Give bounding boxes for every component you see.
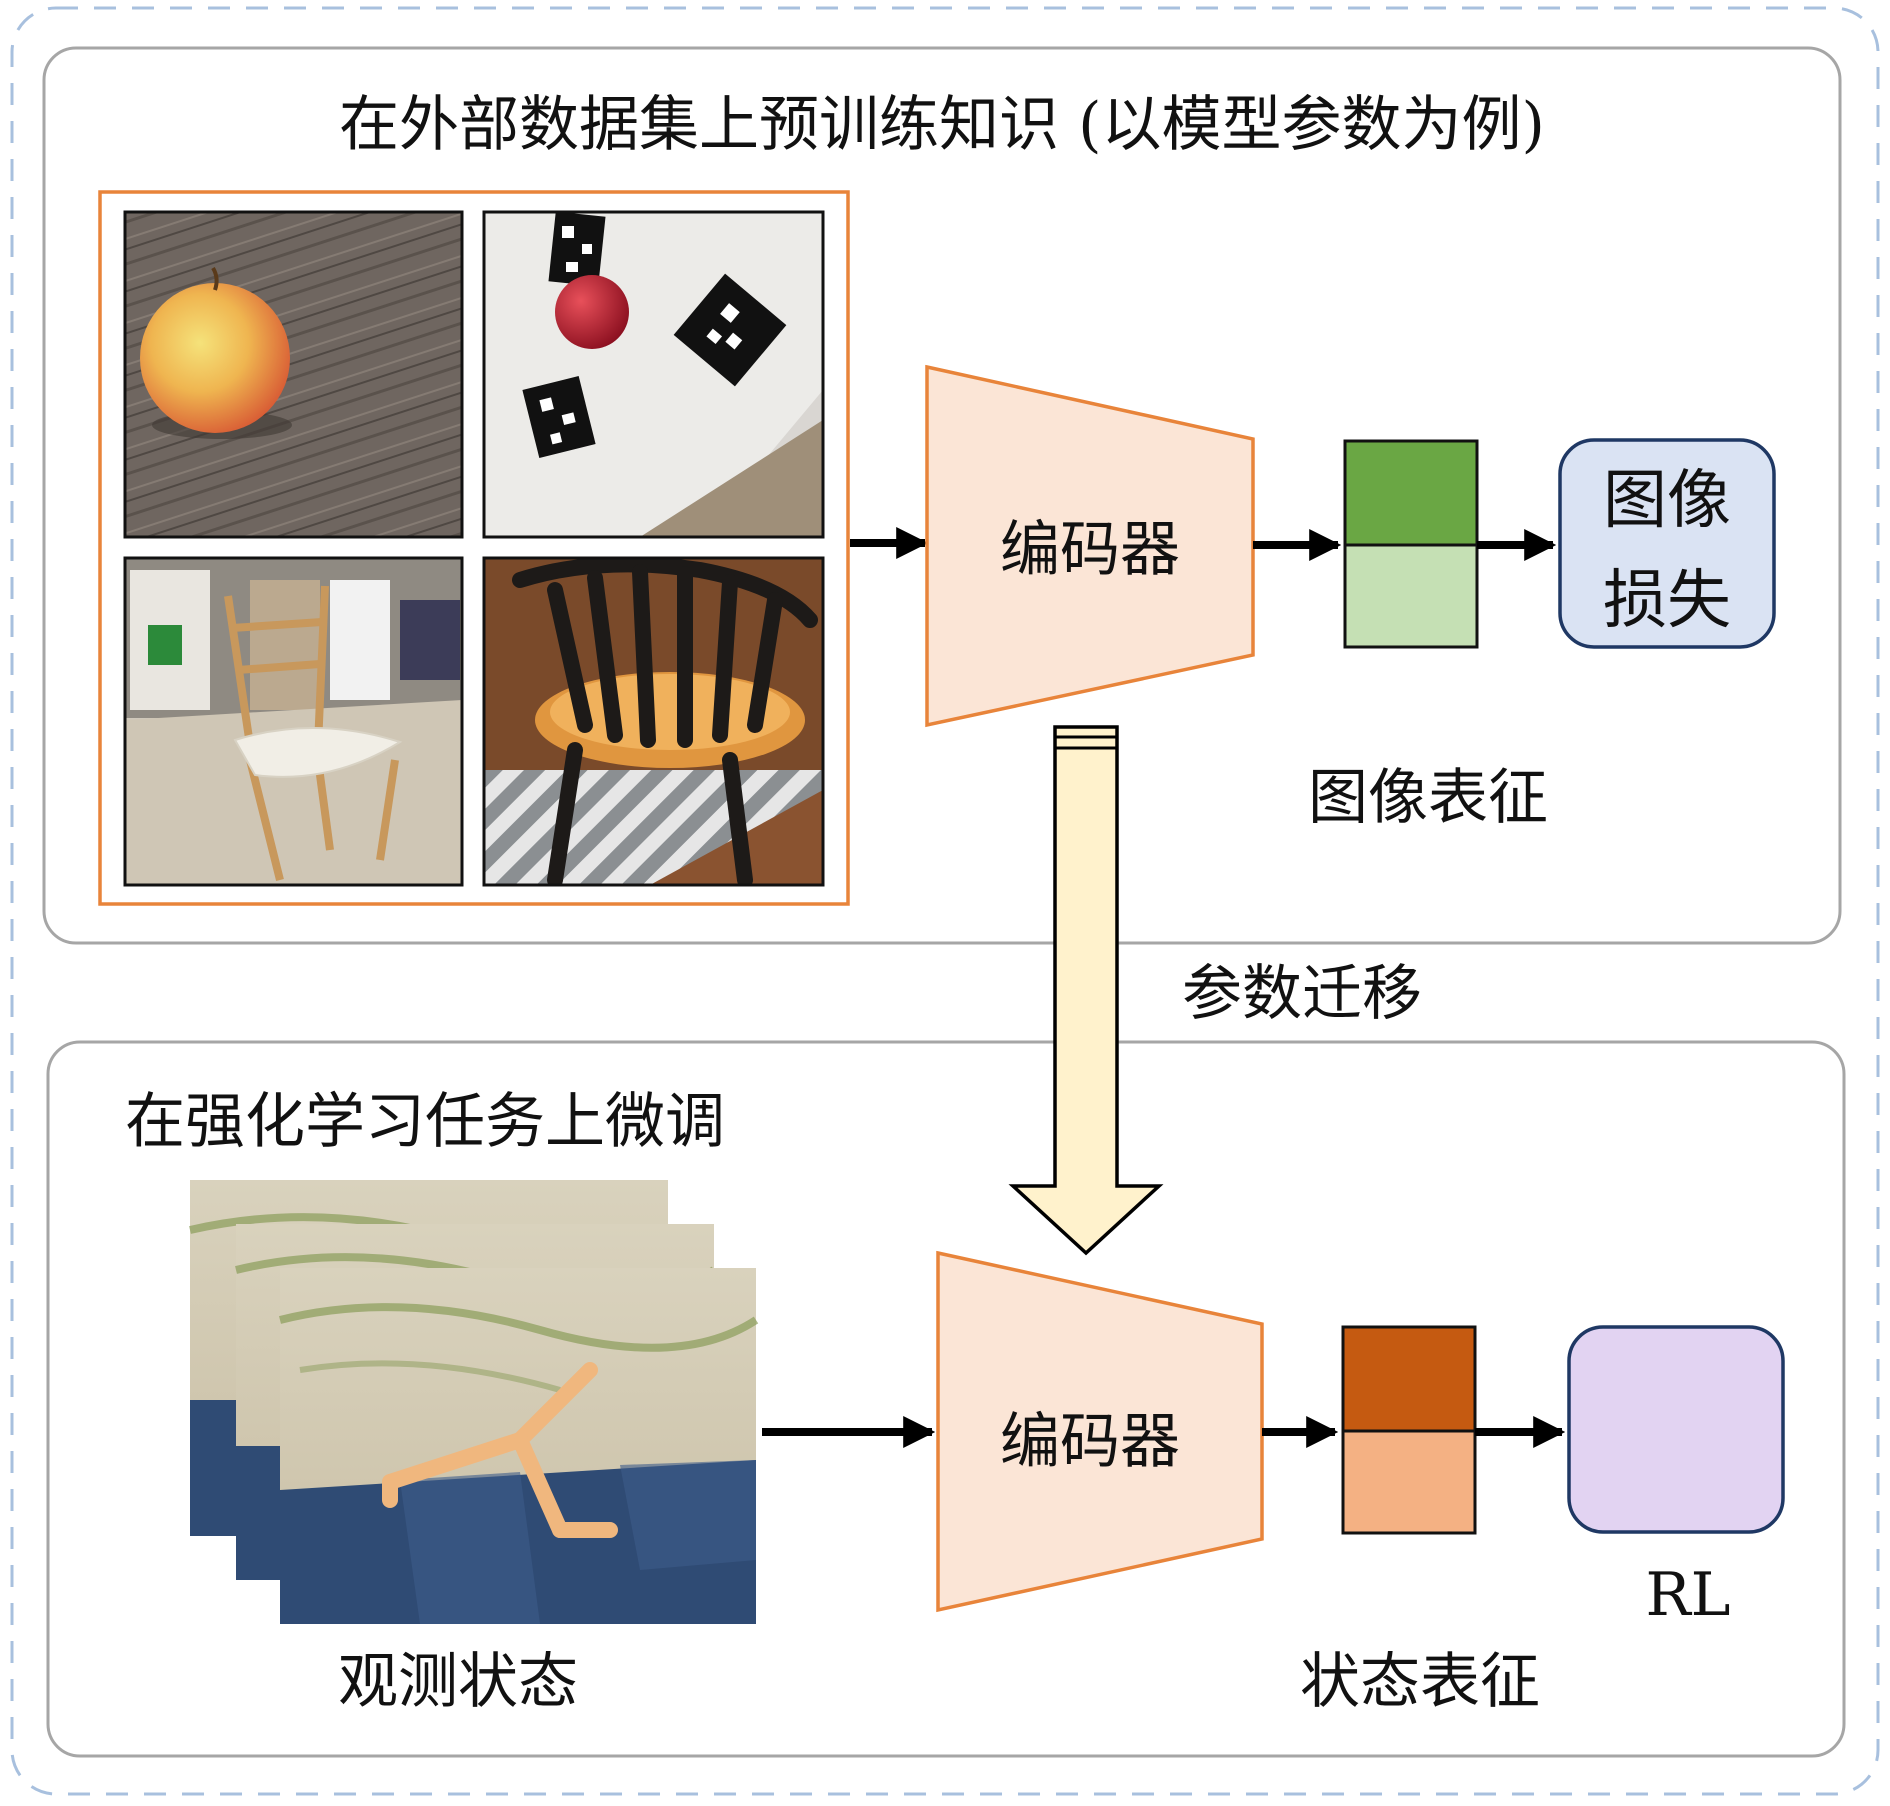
parameter-transfer-arrow <box>1008 725 1164 1256</box>
white-chair-photo <box>125 558 462 885</box>
rl-label: RL <box>1645 1560 1730 1630</box>
apple-with-markers-photo <box>484 212 823 537</box>
apple-on-wood-photo <box>125 212 462 537</box>
state-representation-label: 状态表征 <box>1300 1647 1540 1717</box>
observation-label: 观测状态 <box>338 1647 578 1717</box>
bottom-encoder-label: 编码器 <box>1000 1407 1180 1477</box>
outer-dashed-border <box>10 6 1880 1796</box>
state-representation-block <box>1341 1325 1477 1535</box>
bottom-encoder <box>936 1250 1264 1613</box>
image-loss-box <box>1558 438 1776 649</box>
image-loss-label-line2: 损失 <box>1603 564 1731 638</box>
observation-frame-front <box>279 1268 759 1624</box>
observation-frames <box>189 1180 759 1624</box>
bottom-panel-title: 在强化学习任务上微调 <box>125 1087 725 1157</box>
top-encoder <box>925 364 1255 728</box>
image-loss-label-line1: 图像 <box>1603 464 1731 538</box>
image-representation-label: 图像表征 <box>1308 763 1548 833</box>
rl-box <box>1567 1325 1785 1534</box>
top-panel-title: 在外部数据集上预训练知识 (以模型参数为例) <box>339 90 1545 160</box>
walker-robot-figure <box>382 1362 618 1538</box>
parameter-transfer-label: 参数迁移 <box>1182 959 1422 1029</box>
black-chair-photo <box>484 558 823 885</box>
top-encoder-label: 编码器 <box>1000 515 1180 585</box>
image-representation-block <box>1343 439 1479 649</box>
